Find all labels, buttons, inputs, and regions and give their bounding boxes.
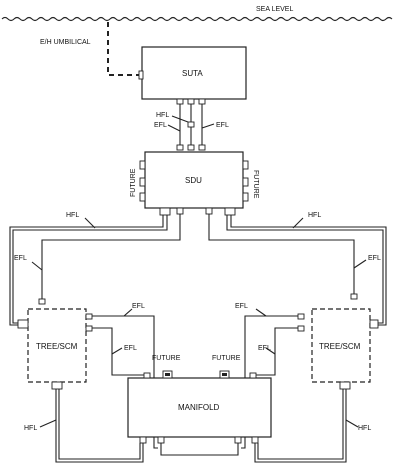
manifold-port (143, 372, 151, 379)
efl-suta-right-label: EFL (216, 122, 229, 129)
efl-suta-left-label: EFL (154, 122, 167, 129)
hfl-left-line (9, 215, 164, 326)
manifold-bottom-port (251, 436, 259, 444)
sdu-label: SDU (185, 176, 202, 185)
hfl-tree-right-manifold-line-2 (257, 389, 344, 460)
tree-scm-right-label: TREE/SCM (319, 342, 361, 351)
manifold-bottom-port (157, 436, 165, 444)
sdu-box (144, 151, 244, 209)
efl-leader (265, 347, 276, 355)
sdu-efl-port (176, 207, 184, 215)
manifold-future-port-mark (165, 373, 170, 376)
future-sdu-right-label: FUTURE (252, 170, 259, 199)
manifold-future-port-mark (222, 373, 227, 376)
manifold-bottom-port (234, 436, 242, 444)
future-manifold-left-label: FUTURE (152, 355, 181, 362)
hfl-connector (187, 121, 195, 128)
tree-right-side-port (297, 313, 305, 320)
future-manifold-right-label: FUTURE (212, 355, 241, 362)
efl-left-top-label: EFL (14, 255, 27, 262)
sdu-hfl-port-right (224, 207, 236, 216)
hfl-tree-left-manifold-line (55, 389, 144, 463)
sdu-future-port (242, 160, 249, 170)
efl-leader (123, 308, 133, 317)
efl-tree-left-lower-label: EFL (124, 345, 137, 352)
efl-leader (201, 123, 215, 129)
tree-scm-left-box (27, 308, 87, 383)
sdu-port (187, 144, 195, 151)
hfl-tree-left-manifold-line-2 (58, 389, 141, 460)
suta-label: SUTA (182, 69, 203, 78)
eh-umbilical-line (107, 22, 140, 76)
manifold-label: MANIFOLD (178, 403, 220, 412)
suta-box (141, 46, 247, 100)
hfl-leader (345, 419, 359, 428)
hfl-right-top-label: HFL (308, 212, 321, 219)
manifold-link-line (160, 443, 239, 456)
efl-right-top-label: EFL (368, 255, 381, 262)
sdu-efl-port (205, 207, 213, 215)
efl-tree-left-upper-label: EFL (132, 303, 145, 310)
suta-umbilical-port (138, 70, 144, 80)
sdu-port (176, 144, 184, 151)
efl-tree-right-lower-label: EFL (258, 345, 271, 352)
tree-right-hfl-port (369, 319, 379, 329)
tree-left-side-port (85, 313, 93, 320)
hfl-suta-label: HFL (156, 112, 169, 119)
sdu-future-port (139, 177, 146, 187)
sdu-hfl-port-left (159, 207, 171, 216)
tree-scm-right-box (311, 308, 371, 383)
efl-tree-right-upper-label: EFL (235, 303, 248, 310)
hfl-leader (292, 217, 304, 229)
hfl-left-line-2 (12, 215, 168, 324)
hfl-right-line (230, 215, 387, 326)
tree-scm-left-label: TREE/SCM (36, 342, 78, 351)
tree-right-efl-port (350, 293, 358, 300)
hfl-leader (39, 419, 57, 428)
hfl-leader (84, 217, 96, 229)
hfl-right-line-2 (226, 215, 384, 324)
sdu-future-port (242, 177, 249, 187)
tree-right-side-port (297, 325, 305, 332)
sea-level-label: SEA LEVEL (256, 6, 293, 13)
sdu-future-port (139, 160, 146, 170)
manifold-bottom-port (139, 436, 147, 444)
efl-right-line (208, 214, 355, 294)
efl-tree-left-manifold-line-2 (92, 327, 144, 376)
tree-left-efl-port (38, 298, 46, 305)
efl-leader (255, 308, 267, 317)
suta-port (198, 98, 206, 105)
sdu-port (198, 144, 206, 151)
hfl-left-bottom-label: HFL (24, 425, 37, 432)
efl-leader (31, 261, 43, 271)
tree-left-side-port (85, 325, 93, 332)
efl-leader (111, 347, 123, 355)
sea-level-line (1, 16, 393, 22)
tree-left-bottom-port (51, 381, 63, 390)
manifold-box (127, 377, 272, 438)
suta-port (176, 98, 184, 105)
efl-tree-right-manifold-line-2 (256, 327, 298, 376)
eh-umbilical-label: E/H UMBILICAL (40, 39, 91, 46)
hfl-leader (171, 115, 189, 123)
sdu-future-port (139, 192, 146, 202)
hfl-right-bottom-label: HFL (358, 425, 371, 432)
efl-leader (167, 124, 181, 132)
manifold-port (249, 372, 257, 379)
tree-right-bottom-port (339, 381, 351, 390)
efl-leader (353, 259, 367, 269)
future-sdu-left-label: FUTURE (130, 168, 137, 197)
hfl-tree-right-manifold-line (254, 389, 347, 463)
tree-left-hfl-port (17, 319, 29, 329)
hfl-left-top-label: HFL (66, 212, 79, 219)
sdu-future-port (242, 192, 249, 202)
suta-port (187, 98, 195, 105)
